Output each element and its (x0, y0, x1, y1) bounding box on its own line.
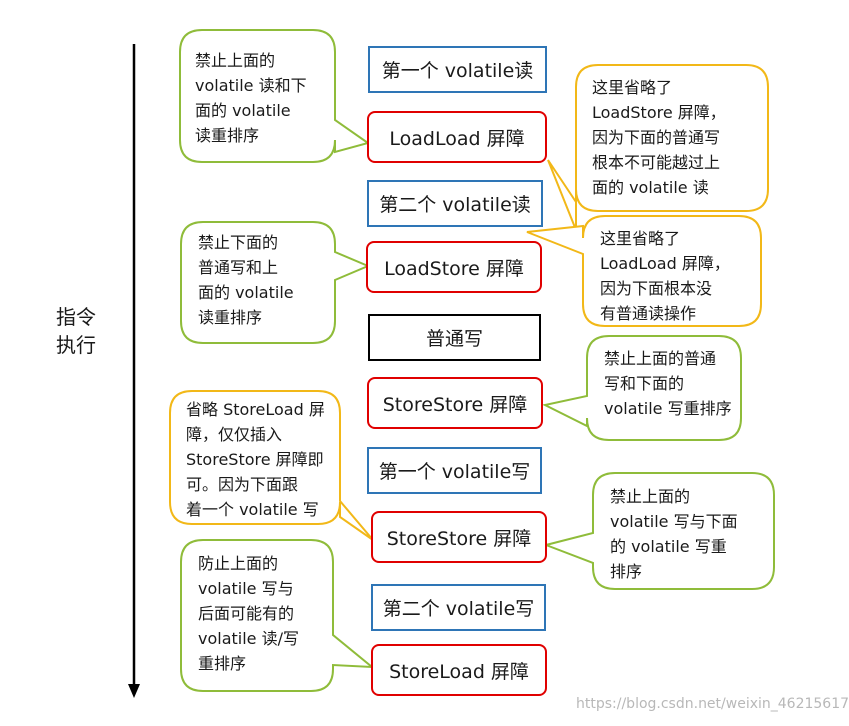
note-storeload-text: 防止上面的 volatile 写与 后面可能有的 volatile 读/写 重排… (198, 554, 299, 673)
watermark: https://blog.csdn.net/weixin_46215617 (576, 696, 849, 712)
volatile-read-2-box: 第二个 volatile读 (367, 180, 543, 227)
note-omit-loadload-text: 这里省略了 LoadLoad 屏障， 因为下面根本没 有普通读操作 (600, 229, 730, 323)
note-omit-loadstore-bubble (547, 64, 769, 231)
note-loadload-bubble (179, 29, 371, 163)
note-storestore-2-bubble (542, 472, 775, 590)
note-loadload-text: 禁止上面的 volatile 读和下 面的 volatile 读重排序 (195, 51, 307, 145)
loadload-barrier-1-box: LoadLoad 屏障 (367, 111, 547, 163)
note-omit-loadstore-text: 这里省略了 LoadStore 屏障， 因为下面的普通写 根本不可能越过上 面的… (592, 78, 726, 197)
note-omit-loadload-bubble (526, 215, 762, 327)
note-omit-storeload-bubble (169, 390, 374, 541)
note-loadstore-text: 禁止下面的 普通写和上 面的 volatile 读重排序 (198, 233, 294, 327)
volatile-read-1-box: 第一个 volatile读 (368, 46, 547, 93)
storestore-barrier-2-box: StoreStore 屏障 (371, 511, 547, 563)
note-storestore-1-text: 禁止上面的普通 写和下面的 volatile 写重排序 (604, 349, 732, 418)
volatile-write-2-box: 第二个 volatile写 (371, 584, 546, 631)
note-omit-storeload-text: 省略 StoreLoad 屏 障，仅仅插入 StoreStore 屏障即 可。因… (186, 400, 325, 519)
note-loadstore-bubble (180, 221, 371, 344)
storeload-barrier-box: StoreLoad 屏障 (371, 644, 547, 696)
storestore-barrier-1-box: StoreStore 屏障 (367, 377, 543, 429)
note-storeload-bubble (180, 539, 375, 692)
normal-write-box: 普通写 (368, 314, 541, 361)
note-storestore-2-text: 禁止上面的 volatile 写与下面 的 volatile 写重 排序 (610, 487, 738, 581)
note-storestore-1-bubble (542, 335, 742, 441)
volatile-write-1-box: 第一个 volatile写 (367, 447, 542, 494)
loadstore-barrier-box: LoadStore 屏障 (366, 241, 542, 293)
axis-label: 指令 执行 (56, 305, 96, 357)
